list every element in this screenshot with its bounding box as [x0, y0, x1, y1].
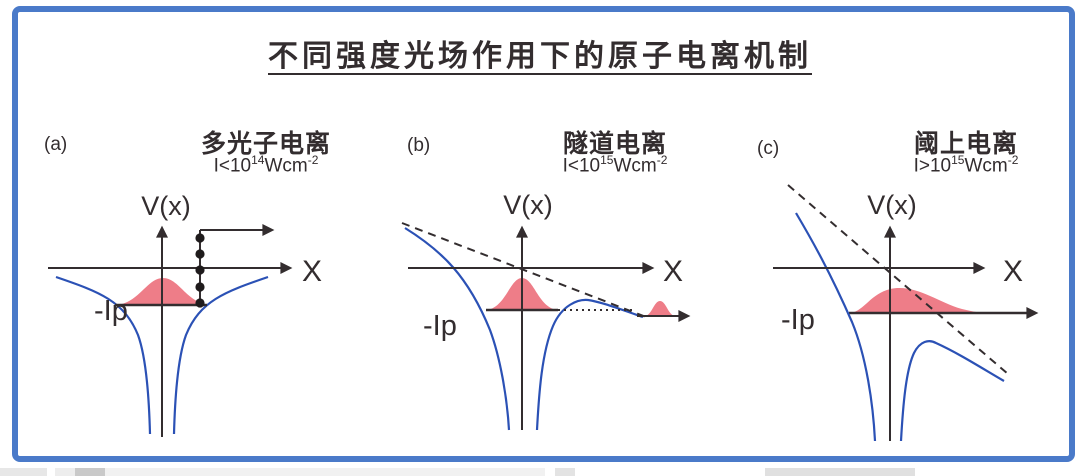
- intensity-a-unit-exp: -2: [307, 153, 319, 167]
- ip-label-c: -Ip: [781, 304, 815, 336]
- panel-b-diagram: V(x) X -Ip: [401, 190, 691, 431]
- photon-dot: [195, 265, 205, 275]
- photon-dot: [195, 298, 205, 308]
- ip-label-b: -Ip: [423, 310, 457, 342]
- intensity-c-unit-exp: -2: [1007, 153, 1019, 167]
- intensity-b-exp: 15: [600, 153, 614, 167]
- intensity-b-base: I<10: [562, 155, 601, 177]
- intensity-a-unit: Wcm: [264, 155, 308, 177]
- photon-dot: [195, 282, 205, 292]
- intensity-c-base: I>10: [913, 155, 952, 177]
- figure-title-text: 不同强度光场作用下的原子电离机制: [268, 40, 812, 73]
- panel-c-intensity: I>1015Wcm-2: [881, 153, 1051, 177]
- panel-a-title: 多光子电离: [200, 130, 331, 158]
- bottom-ui-fragment: [55, 468, 75, 476]
- ip-label-a: -Ip: [94, 295, 128, 327]
- panel-a-intensity: I<1014Wcm-2: [181, 153, 351, 177]
- tilted-potential-right-b: [535, 298, 644, 431]
- photon-dot: [195, 249, 205, 259]
- intensity-b-unit-exp: -2: [656, 153, 668, 167]
- bottom-ui-fragment: [555, 468, 575, 476]
- laser-field-dashed-line-c: [787, 184, 1009, 375]
- x-axis-label-b: X: [663, 255, 683, 288]
- coulomb-potential-left-a: [55, 275, 152, 435]
- figure-frame: [12, 6, 1075, 462]
- x-axis-label-a: X: [302, 255, 322, 288]
- panel-b-title: 隧道电离: [562, 130, 667, 158]
- photon-step-dots: [195, 233, 205, 308]
- intensity-b-unit: Wcm: [613, 155, 657, 177]
- panel-c-title: 阈上电离: [913, 130, 1018, 158]
- bottom-ui-fragment: [75, 468, 105, 476]
- panel-b-letter: (b): [407, 135, 431, 156]
- figure-title: 不同强度光场作用下的原子电离机制: [0, 31, 1080, 75]
- intensity-a-base: I<10: [213, 155, 252, 177]
- bottom-ui-fragment: [765, 468, 915, 476]
- x-axis-label-c: X: [1003, 255, 1023, 288]
- tilted-potential-left-b: [404, 227, 511, 431]
- bottom-ui-fragment: [0, 468, 47, 476]
- coulomb-potential-right-a: [172, 275, 269, 435]
- panel-c-letter: (c): [757, 138, 780, 159]
- panel-a-letter: (a): [44, 134, 68, 155]
- photon-dot: [195, 233, 205, 243]
- tunneled-wavepacket-b: [645, 301, 675, 316]
- v-axis-label-c: V(x): [867, 190, 917, 220]
- wavepacket-c: [851, 287, 987, 313]
- v-axis-label-b: V(x): [503, 190, 553, 220]
- intensity-c-unit: Wcm: [964, 155, 1008, 177]
- panel-a-diagram: V(x) X -Ip: [48, 191, 322, 437]
- intensity-c-exp: 15: [951, 153, 965, 167]
- tilted-potential-right-c: [899, 340, 1005, 442]
- panel-b-intensity: I<1015Wcm-2: [530, 153, 700, 177]
- laser-field-dashed-line-b: [401, 222, 647, 318]
- intensity-a-exp: 14: [251, 153, 265, 167]
- bottom-ui-fragment: [105, 468, 545, 476]
- tilted-potential-left-c: [795, 212, 877, 442]
- v-axis-label-a: V(x): [141, 191, 191, 221]
- panel-c-diagram: V(x) X -Ip: [773, 184, 1039, 442]
